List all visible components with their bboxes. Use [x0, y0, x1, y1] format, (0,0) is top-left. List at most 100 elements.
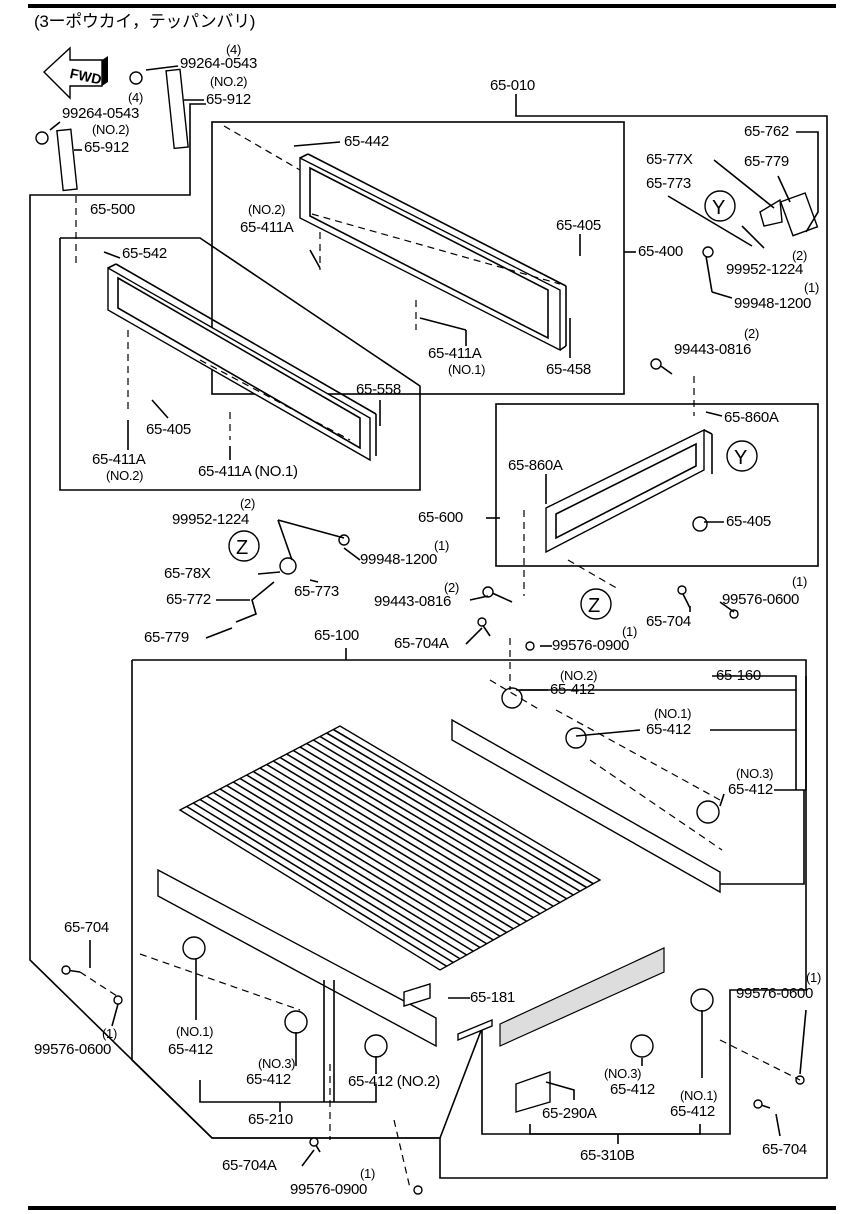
part-number: 65-412 (NO.2): [348, 1073, 440, 1090]
part-number: 65-704A: [222, 1157, 277, 1174]
floor-slat: [299, 746, 561, 904]
side-panel-65-600: [545, 428, 713, 554]
part-number: 65-762: [744, 123, 789, 140]
part-number: 99948-1200: [360, 551, 438, 568]
box-65-100: [131, 659, 807, 1139]
floor-slat: [312, 739, 574, 896]
floor-slat: [199, 798, 461, 960]
part-number: 65-405: [556, 217, 601, 234]
part-number: 99576-0900: [290, 1181, 368, 1198]
part-number: 65-412: [550, 681, 595, 698]
bolt-99264-b: [35, 131, 49, 145]
variant-label: (NO.3): [736, 766, 774, 781]
floor-slat: [239, 777, 501, 937]
box-65-500: [59, 237, 421, 491]
rail-65-210: [157, 868, 437, 1048]
variant-label: (NO.2): [92, 122, 130, 137]
floor-slat: [226, 784, 488, 945]
stay-65-912-a: [165, 68, 189, 150]
part-number: 65-912: [84, 139, 129, 156]
dashed-guides: [75, 125, 801, 1189]
part-number: 99576-0600: [722, 591, 800, 608]
bottom-rule: [28, 1206, 836, 1210]
variant-label: (NO.1): [448, 362, 486, 377]
part-number: 65-458: [546, 361, 591, 378]
part-number: 99576-0600: [736, 985, 814, 1002]
variant-label: (NO.3): [258, 1056, 296, 1071]
part-number: 99576-0900: [552, 637, 630, 654]
part-number: 65-400: [638, 243, 683, 260]
part-number: 65-411A: [92, 451, 146, 468]
part-number: 99576-0600: [34, 1041, 112, 1058]
qty-label: (2): [744, 326, 759, 341]
floor-slat: [186, 805, 448, 967]
floor-deck: [178, 725, 602, 971]
latch-65-78X: [279, 557, 297, 575]
qty-label: (4): [128, 90, 143, 105]
rail-65-160: [451, 718, 721, 894]
part-number: 65-412: [728, 781, 773, 798]
top-rule: [28, 4, 836, 8]
floor-slat: [306, 742, 568, 900]
part-number: 65-542: [122, 245, 167, 262]
floor-slat: [246, 774, 508, 934]
part-number: 65-500: [90, 201, 135, 218]
part-number: 65-860A: [508, 457, 563, 474]
circle-z-1: Z: [236, 537, 248, 559]
part-number: 99443-0816: [674, 341, 752, 358]
floor-slat: [219, 788, 481, 949]
floor-slat: [279, 756, 541, 915]
qty-label: (2): [240, 496, 255, 511]
part-number: 65-912: [206, 91, 251, 108]
qty-label: (1): [804, 280, 819, 295]
part-number: 65-704A: [394, 635, 449, 652]
part-number: 65-704: [646, 613, 691, 630]
part-number: 65-405: [146, 421, 191, 438]
part-number: 99264-0543: [62, 105, 140, 122]
part-number: 65-442: [344, 133, 389, 150]
bolt-99264-a: [129, 71, 143, 85]
part-number: 65-405: [726, 513, 771, 530]
bracket-65-310B: [499, 947, 665, 1047]
part-number: 65-210: [248, 1111, 293, 1128]
floor-slat: [252, 770, 514, 930]
variant-label: (NO.1): [654, 706, 692, 721]
part-number: 99264-0543: [180, 55, 258, 72]
diagram-title: (3ーポウカイ，テッパンバリ): [34, 12, 256, 31]
part-number: 65-772: [166, 591, 211, 608]
variant-label: (NO.2): [560, 668, 598, 683]
part-number: 65-779: [144, 629, 189, 646]
side-panel-65-500: [107, 263, 377, 462]
part-number: 65-558: [356, 381, 401, 398]
part-number: 65-290A: [542, 1105, 597, 1122]
qty-label: (1): [806, 970, 821, 985]
variant-label: (NO.1): [176, 1024, 214, 1039]
part-number: 65-411A: [428, 345, 482, 362]
part-number: 65-860A: [724, 409, 779, 426]
fwd-label: FWD: [69, 65, 104, 87]
part-number: 65-600: [418, 509, 463, 526]
part-number: 99952-1224: [726, 261, 804, 278]
reference-circles: Y Y Z Z: [228, 190, 758, 620]
part-number: 65-181: [470, 989, 515, 1006]
circle-y-1: Y: [712, 197, 725, 219]
part-number: 65-77X: [646, 151, 693, 168]
part-number: 65-779: [744, 153, 789, 170]
part-number: 65-412: [646, 721, 691, 738]
floor-slat: [272, 760, 534, 919]
part-number: 65-412: [670, 1103, 715, 1120]
floor-slat: [332, 728, 594, 885]
part-number: 99952-1224: [172, 511, 250, 528]
part-number: 65-704: [64, 919, 109, 936]
variant-label: (NO.2): [248, 202, 286, 217]
floor-slat: [286, 753, 548, 911]
bolts: [61, 358, 805, 1195]
floor-slat: [259, 767, 521, 926]
variant-label: (NO.1): [680, 1088, 718, 1103]
rod-65-772: [235, 581, 275, 623]
part-number: 65-010: [490, 77, 535, 94]
latch-65-77X: [759, 198, 783, 227]
part-number: 65-100: [314, 627, 359, 644]
part-number: 65-160: [716, 667, 761, 684]
part-number: 99443-0816: [374, 593, 452, 610]
